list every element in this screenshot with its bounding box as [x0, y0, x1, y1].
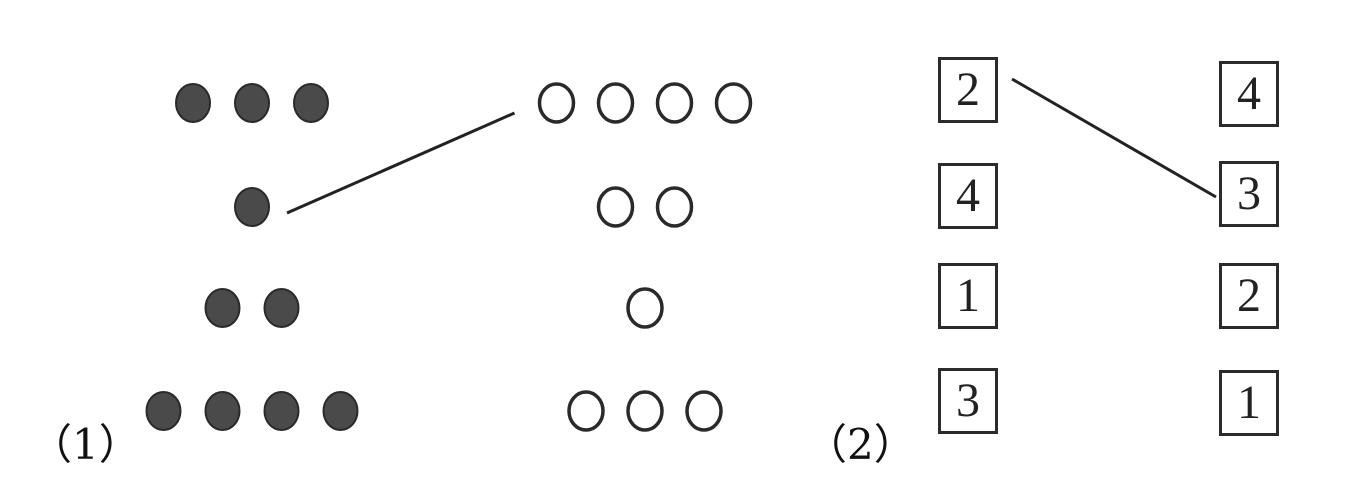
right-number-box: 3	[1219, 161, 1279, 227]
right-number-box: 1	[1219, 370, 1279, 436]
exercise-1-right-dot-groups	[537, 82, 753, 432]
exercise-1-label: （1）	[30, 420, 141, 469]
filled-dot	[234, 187, 270, 227]
hollow-dot	[655, 82, 694, 124]
filled-dot	[204, 288, 241, 328]
right-dot-group	[567, 390, 723, 432]
hollow-dot	[626, 390, 664, 432]
left-number-box: 1	[938, 263, 998, 329]
right-number-box: 4	[1219, 61, 1279, 127]
right-number-box: 2	[1219, 263, 1279, 329]
filled-dot	[145, 391, 182, 431]
left-number-box: 2	[938, 57, 998, 123]
hollow-dot	[596, 186, 635, 228]
match-line	[1011, 77, 1217, 199]
hollow-dot	[596, 82, 635, 124]
left-dot-group	[175, 83, 329, 123]
left-number-box: 4	[938, 163, 998, 229]
left-dot-group	[234, 187, 270, 227]
filled-dot	[263, 391, 300, 431]
left-dot-group	[145, 391, 359, 431]
left-number-box: 3	[938, 368, 998, 434]
exercise-1-connection-lines	[286, 111, 516, 215]
right-dot-group	[626, 287, 664, 329]
hollow-dot	[714, 82, 753, 124]
filled-dot	[234, 83, 270, 123]
right-dot-group	[596, 186, 694, 228]
exercise-1-left-dot-groups	[145, 83, 359, 431]
right-dot-group	[537, 82, 753, 124]
filled-dot	[322, 391, 359, 431]
left-dot-group	[204, 288, 300, 328]
hollow-dot	[655, 186, 694, 228]
hollow-dot	[537, 82, 576, 124]
filled-dot	[175, 83, 211, 123]
exercise-2-label: （2）	[805, 420, 916, 469]
filled-dot	[204, 391, 241, 431]
hollow-dot	[685, 390, 723, 432]
hollow-dot	[626, 287, 664, 329]
hollow-dot	[567, 390, 605, 432]
filled-dot	[293, 83, 329, 123]
exercise-2-connection-lines	[1011, 77, 1217, 199]
match-line	[286, 111, 516, 215]
filled-dot	[263, 288, 300, 328]
